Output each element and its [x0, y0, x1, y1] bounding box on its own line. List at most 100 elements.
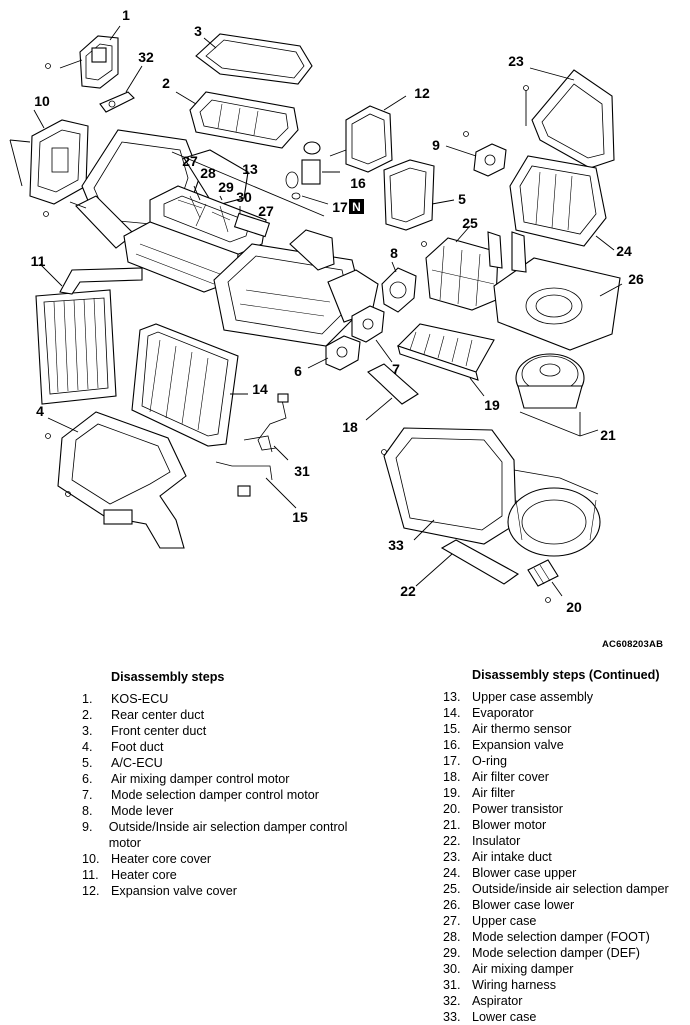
step-text: Upper case assembly: [472, 690, 594, 704]
part-aspirator: [99, 65, 143, 113]
step-number: 18.: [443, 770, 461, 784]
part-heater-core: [35, 263, 143, 405]
part-kos-ecu: [45, 25, 121, 89]
step-number: 29.: [443, 946, 461, 960]
step-item: 2.Rear center duct: [82, 707, 362, 723]
part-foot-duct: [45, 411, 187, 549]
part-expansion-valve: [285, 141, 347, 205]
step-text: Air filter: [472, 786, 515, 800]
step-number: 17.: [443, 754, 461, 768]
step-text: Heater core: [111, 868, 177, 882]
callout-26: 26: [628, 271, 644, 287]
part-air-filter: [396, 323, 495, 397]
callout-31: 31: [294, 463, 310, 479]
part-front-center-duct: [195, 33, 313, 85]
callout-23: 23: [508, 53, 524, 69]
step-number: 11.: [82, 868, 99, 882]
step-number: 20.: [443, 802, 461, 816]
step-text: A/C-ECU: [111, 756, 163, 770]
part-outside-inside-damper-motor: [445, 131, 507, 177]
part-blower-case-upper: [509, 155, 615, 251]
part-insulator: [415, 539, 520, 587]
step-number: 31.: [443, 978, 461, 992]
step-text: Upper case: [472, 914, 537, 928]
step-text: Mode lever: [111, 804, 174, 818]
step-item: 21.Blower motor: [443, 817, 690, 833]
step-text: Heater core cover: [111, 852, 212, 866]
steps-heading-continued: Disassembly steps (Continued): [472, 668, 660, 682]
step-item: 13.Upper case assembly: [443, 689, 690, 705]
part-air-filter-cover: [365, 363, 419, 421]
badge-new-part: N: [349, 199, 364, 214]
step-item: 28. Mode selection damper (FOOT): [443, 929, 690, 945]
step-text: Rear center duct: [111, 708, 205, 722]
part-mode-damper-motor: [351, 305, 393, 363]
step-item: 5. A/C-ECU: [82, 755, 362, 771]
part-power-transistor: [527, 559, 563, 603]
step-item: 24.Blower case upper: [443, 865, 690, 881]
step-number: 19.: [443, 786, 461, 800]
callout-13: 13: [242, 161, 258, 177]
step-text: Mode selection damper (DEF): [472, 946, 640, 960]
step-item: 31.Wiring harness: [443, 977, 690, 993]
callout-10: 10: [34, 93, 50, 109]
part-wiring-harness: [243, 393, 289, 461]
part-air-mix-damper-motor: [307, 335, 361, 371]
step-item: 25. Outside/inside air selection damper: [443, 881, 690, 897]
step-text: Mode selection damper (FOOT): [472, 930, 650, 944]
step-text: Outside/inside air selection damper: [472, 882, 669, 896]
step-number: 3.: [82, 724, 93, 738]
step-text: Lower case: [472, 1010, 537, 1024]
step-text: Expansion valve cover: [111, 884, 238, 898]
step-number: 27.: [443, 914, 461, 928]
callout-22: 22: [400, 583, 416, 599]
step-number: 16.: [443, 738, 461, 752]
step-number: 8.: [82, 804, 93, 818]
step-text: KOS-ECU: [111, 692, 169, 706]
callout-28: 28: [200, 165, 216, 181]
callout-9: 9: [432, 137, 440, 153]
step-text: Foot duct: [111, 740, 164, 754]
callout-8: 8: [390, 245, 398, 261]
step-number: 4.: [82, 740, 93, 754]
step-number: 25.: [443, 882, 461, 896]
step-item: 8. Mode lever: [82, 803, 362, 819]
step-item: 18.Air filter cover: [443, 769, 690, 785]
callout-3: 3: [194, 23, 202, 39]
step-text: Expansion valve: [472, 738, 564, 752]
callout-24: 24: [616, 243, 632, 259]
disassembly-steps-right: Disassembly steps (Continued) 13.Upper c…: [443, 667, 690, 1025]
step-number: 12.: [82, 884, 100, 898]
step-number: 14.: [443, 706, 461, 720]
step-item: 33.Lower case: [443, 1009, 690, 1025]
part-blower-motor: [515, 353, 599, 437]
step-item: 10.Heater core cover: [82, 851, 362, 867]
step-text: Air intake duct: [472, 850, 552, 864]
step-number: 28.: [443, 930, 461, 944]
svg-text:N: N: [352, 200, 361, 214]
step-text: Aspirator: [472, 994, 523, 1008]
part-air-thermo-sensor: [215, 461, 297, 509]
step-item: 23. Air intake duct: [443, 849, 690, 865]
part-lower-case: [381, 427, 601, 557]
step-text: Insulator: [472, 834, 521, 848]
steps-heading: Disassembly steps: [111, 670, 225, 684]
step-text: Blower case lower: [472, 898, 575, 912]
callout-12: 12: [414, 85, 430, 101]
step-number: 21.: [443, 818, 461, 832]
step-item: 12. Expansion valve cover: [82, 883, 362, 899]
step-number: 5.: [82, 756, 93, 770]
step-text: Air mixing damper: [472, 962, 574, 976]
step-number: 30.: [443, 962, 461, 976]
callout-5: 5: [458, 191, 466, 207]
step-text: Power transistor: [472, 802, 563, 816]
part-rear-center-duct: [175, 91, 299, 149]
step-item: 22.Insulator: [443, 833, 690, 849]
figure-code: AC608203AB: [602, 639, 664, 650]
callout-33: 33: [388, 537, 404, 553]
part-ac-ecu: [383, 159, 455, 247]
step-item: 3.Front center duct: [82, 723, 362, 739]
step-number: 23.: [443, 850, 461, 864]
